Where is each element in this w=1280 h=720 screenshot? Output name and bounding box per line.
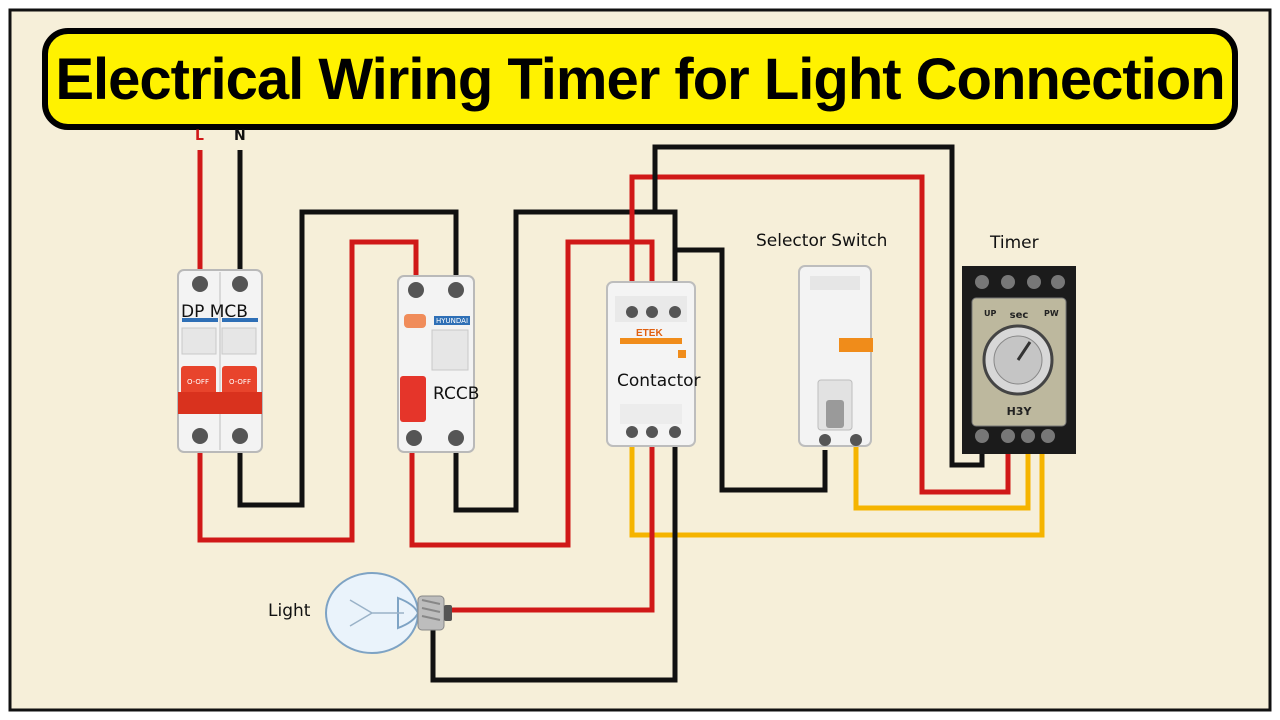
mcb-handle-bar	[178, 392, 262, 414]
selector-knob	[826, 400, 844, 428]
dp-mcb-label: DP MCB	[181, 302, 248, 322]
timer-pw-label: PW	[1044, 309, 1059, 318]
wire-contactor-to-light-neutral	[430, 440, 678, 683]
wire-contactor-to-selector	[675, 247, 828, 493]
contactor: ETEK	[606, 281, 696, 447]
rccb-label: RCCB	[433, 384, 480, 404]
wire-contactor-to-timer-line	[629, 174, 1011, 495]
mcb-off-label-2: O-OFF	[229, 378, 251, 386]
rccb: HYUNDAI	[397, 275, 475, 453]
wire-selector-to-timer-control	[853, 436, 1031, 511]
timer-label: Timer	[990, 233, 1039, 253]
rccb-handle	[400, 376, 426, 422]
wire-contactor-coil-to-timer	[629, 436, 1045, 538]
neutral-label: N	[234, 128, 246, 144]
contactor-brand: ETEK	[636, 328, 663, 339]
line-label: L	[195, 128, 204, 144]
wire-rccb-to-contactor-line	[409, 239, 655, 548]
mcb-handle-right	[222, 366, 257, 396]
timer-pointer	[1016, 341, 1032, 361]
mcb-handle-left	[181, 366, 216, 396]
title-banner: Electrical Wiring Timer for Light Connec…	[42, 28, 1238, 130]
mcb-off-label-1: O-OFF	[187, 378, 209, 386]
timer-model-label: H3Y	[1007, 405, 1033, 418]
rccb-test-button	[404, 314, 426, 328]
wire-contactor-to-light-line	[452, 440, 655, 613]
selector-switch	[798, 265, 873, 447]
wire-contactor-to-timer-neutral	[652, 144, 985, 468]
selector-switch-label: Selector Switch	[756, 231, 888, 251]
light-label: Light	[268, 601, 311, 621]
page-title: Electrical Wiring Timer for Light Connec…	[55, 46, 1225, 112]
dp-mcb: O-OFF O-OFF	[177, 269, 263, 453]
timer: UP sec PW H3Y	[962, 266, 1076, 454]
timer-unit-label: sec	[1010, 310, 1029, 321]
timer-up-label: UP	[984, 309, 996, 318]
rccb-brand: HYUNDAI	[436, 317, 468, 325]
wire-mcb-to-rccb-line	[197, 239, 419, 543]
bulb-filament	[349, 599, 404, 627]
light-bulb	[325, 572, 452, 654]
wire-mcb-to-rccb-neutral	[237, 209, 459, 508]
contactor-label: Contactor	[617, 371, 701, 391]
wire-rccb-to-contactor-neutral	[453, 209, 678, 513]
